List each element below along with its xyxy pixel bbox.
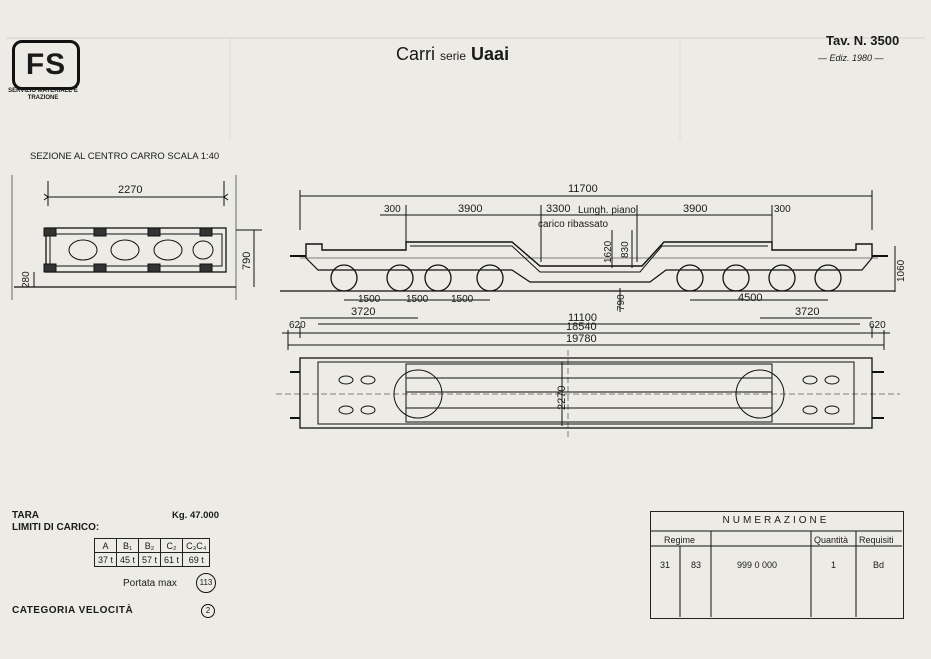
load-limits-table: A B₁ B₂ C₂ C₃C₄ 37 t 45 t 57 t 61 t 69 t — [93, 538, 211, 567]
limiti-label: LIMITI DI CARICO: — [12, 522, 100, 533]
section-label: SEZIONE AL CENTRO CARRO SCALA 1:40 — [30, 151, 220, 162]
load-value-a: 37 t — [93, 552, 118, 567]
dim-830: 830 — [620, 241, 631, 258]
dim-1500-a: 1500 — [358, 294, 381, 305]
dim-620-right: 620 — [869, 320, 886, 331]
dim-3900-right: 3900 — [683, 203, 708, 215]
cell-regime-b: 83 — [691, 560, 702, 570]
dim-3300: 3300 — [546, 203, 571, 215]
load-header-a: A — [93, 538, 118, 553]
dim-300-left: 300 — [384, 204, 401, 215]
logo-subtitle: SERVIZIO MATERIALE E TRAZIONE — [8, 88, 78, 101]
fs-logo: FS — [12, 40, 80, 90]
header-regime: Regime — [664, 535, 696, 545]
cell-requisiti: Bd — [873, 560, 885, 570]
load-header-c3c4: C₃C₄ — [182, 538, 211, 553]
portata-label: Portata max — [123, 578, 177, 589]
header-requisiti: Requisiti — [859, 535, 894, 545]
dim-11100: 11100 — [568, 312, 597, 324]
section-height-dim: 790 — [241, 251, 253, 270]
numerazione-box — [650, 511, 904, 619]
tara-value: Kg. 47.000 — [172, 510, 219, 521]
numerazione-title: NUMERAZIONE — [722, 515, 830, 526]
section-width-dim: 2270 — [118, 184, 143, 196]
dim-300-right: 300 — [774, 204, 791, 215]
portata-value: 113 — [196, 573, 216, 593]
plan-width-dim: 2270 — [556, 385, 568, 410]
dim-620-left: 620 — [289, 320, 306, 331]
categoria-label: CATEGORIA VELOCITÀ — [12, 605, 134, 616]
dim-19780: 19780 — [566, 333, 597, 345]
dim-4500: 4500 — [738, 292, 763, 304]
section-bottom-dim: 280 — [21, 271, 32, 288]
load-value-row: 37 t 45 t 57 t 61 t 69 t — [93, 552, 211, 567]
cell-regime-a: 31 — [660, 560, 671, 570]
load-header-b1: B₁ — [116, 538, 140, 553]
numerazione-grid — [650, 530, 902, 617]
title-serie: serie — [440, 49, 467, 63]
load-value-b2: 57 t — [138, 552, 162, 567]
title-uaai: Uaai — [471, 44, 510, 64]
load-header-row: A B₁ B₂ C₂ C₃C₄ — [93, 538, 211, 553]
cell-quantita: 1 — [831, 560, 837, 570]
dim-3720-right: 3720 — [795, 306, 820, 318]
plan-view — [276, 350, 900, 440]
section-view — [11, 175, 262, 300]
dim-1620: 1620 — [603, 240, 614, 263]
categoria-value: 2 — [201, 604, 215, 618]
side-view — [280, 190, 896, 350]
title-carri: Carri — [396, 44, 435, 64]
dim-1500-c: 1500 — [451, 294, 474, 305]
edition: — Ediz. 1980 — — [818, 53, 884, 63]
note-carico-ribassato: carico ribassato — [538, 219, 609, 230]
dim-18540: 18540 — [566, 321, 597, 333]
cell-number: 999 0 000 — [737, 560, 778, 570]
note-lungh-piano: Lungh. piano — [578, 205, 636, 216]
load-value-c3c4: 69 t — [182, 552, 211, 567]
dim-3720-left: 3720 — [351, 306, 376, 318]
load-value-b1: 45 t — [116, 552, 140, 567]
dim-1500-b: 1500 — [406, 294, 429, 305]
header-quantita: Quantità — [814, 535, 849, 545]
dim-11700: 11700 — [568, 183, 598, 195]
dim-790: 790 — [616, 294, 627, 311]
table-number: Tav. N. 3500 — [826, 33, 900, 48]
dim-1060: 1060 — [896, 259, 907, 282]
load-header-c2: C₂ — [160, 538, 184, 553]
drawing-title: Carri serie Uaai — [396, 44, 509, 65]
load-header-b2: B₂ — [138, 538, 162, 553]
load-value-c2: 61 t — [160, 552, 184, 567]
dim-3900-left: 3900 — [458, 203, 483, 215]
tara-label: TARA — [12, 510, 40, 521]
